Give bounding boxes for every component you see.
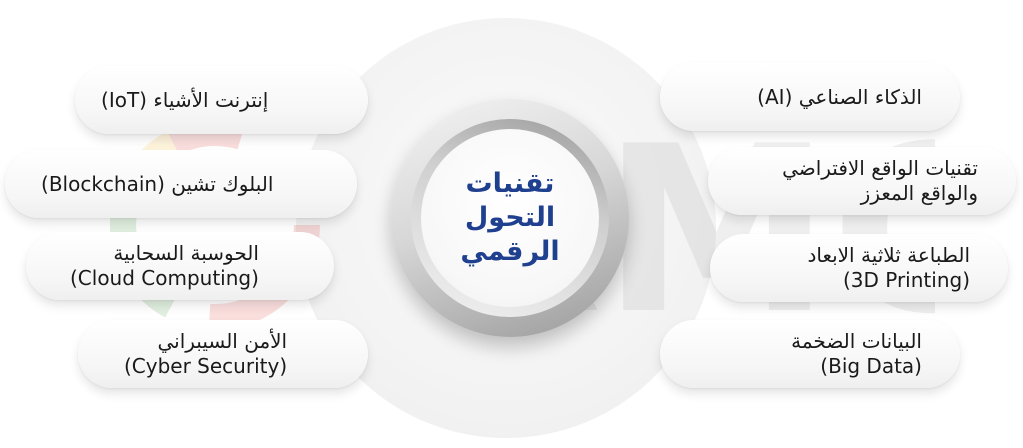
item-label-en: (IoT) — [101, 87, 147, 112]
item-iot: إنترنت الأشياء (IoT) — [75, 66, 368, 134]
item-label-ar: تقنيات الواقع الافتراضي — [782, 156, 978, 180]
item-label-ar: البيانات الضخمة — [791, 329, 922, 353]
item-cyber-security: الأمن السيبراني (Cyber Security) — [78, 320, 368, 388]
item-blockchain: البلوك تشين (Blockchain) — [5, 150, 357, 218]
item-label-ar: البلوك تشين — [171, 171, 274, 196]
item-label-ar: الأمن السيبراني — [157, 329, 288, 353]
item-label-en: (3D Printing) — [842, 268, 970, 292]
item-label-en: (Cyber Security) — [124, 354, 288, 378]
center-title-line2: التحول الرقمي — [460, 202, 560, 267]
item-label-ar: الطباعة ثلاثية الابعاد — [807, 243, 970, 267]
item-3d-printing: الطباعة ثلاثية الابعاد (3D Printing) — [710, 234, 1008, 302]
center-title-line1: تقنيات — [465, 168, 555, 199]
item-ai: الذكاء الصناعي (AI) — [660, 63, 960, 131]
item-vr-ar: تقنيات الواقع الافتراضي والواقع المعزز — [708, 147, 1016, 215]
item-label-ar: الذكاء الصناعي — [798, 84, 922, 109]
item-label-en: (Cloud Computing) — [70, 266, 259, 290]
item-cloud-computing: الحوسبة السحابية (Cloud Computing) — [26, 232, 334, 300]
item-label-en: (AI) — [757, 84, 793, 109]
item-label-en: (Blockchain) — [41, 171, 165, 196]
center-title: تقنيات التحول الرقمي — [421, 129, 599, 307]
item-label-ar: إنترنت الأشياء — [153, 87, 269, 112]
item-label-ar: الحوسبة السحابية — [113, 241, 259, 265]
item-big-data: البيانات الضخمة (Big Data) — [660, 320, 960, 388]
item-label-en: (Big Data) — [820, 354, 922, 378]
item-label-ar-line2: والواقع المعزز — [860, 181, 978, 205]
